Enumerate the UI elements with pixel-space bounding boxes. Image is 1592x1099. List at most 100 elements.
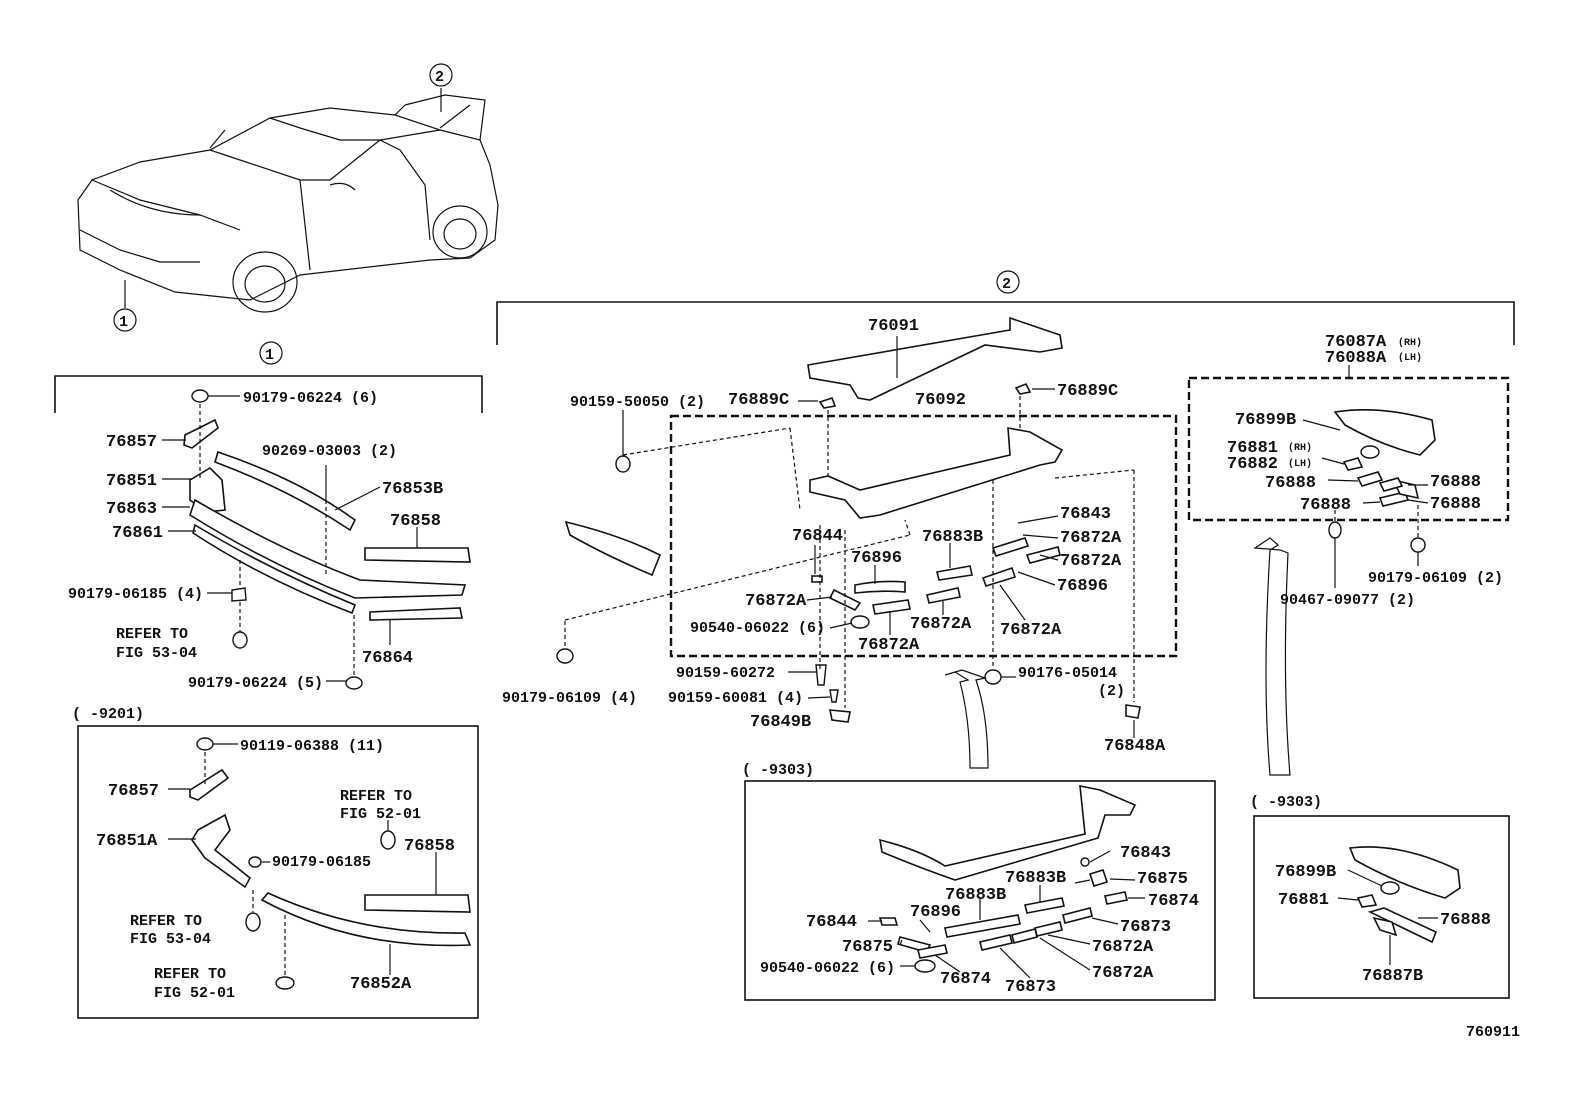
label-76874-c1: 76874 [1148, 892, 1199, 911]
label-refer-to-d: REFER TO [154, 966, 226, 983]
label-90540-06022-6: 90540-06022 (6) [690, 620, 825, 637]
label-90179-06224-6: 90179-06224 (6) [243, 390, 378, 407]
panel-9303-center-labels: 76843 76883B 76875 76883B 76874 76844 76… [760, 844, 1199, 997]
panel-9303-center-range: ( -9303) [742, 762, 814, 779]
label-76896-a: 76896 [851, 549, 902, 568]
spoiler-shapes [556, 316, 1291, 776]
label-90179-06185-4: 90179-06185 (4) [68, 586, 203, 603]
spoiler-panel-bracket [496, 301, 1515, 345]
label-90467-09077-2: 90467-09077 (2) [1280, 592, 1415, 609]
label-76861: 76861 [112, 524, 163, 543]
label-lh-a: (LH) [1398, 352, 1422, 364]
panel-9303-right-labels: 76899B 76881 76888 76887B [1275, 863, 1491, 986]
label-76857-b: 76857 [108, 782, 159, 801]
car-overview-illustration [77, 88, 499, 313]
label-76849B: 76849B [750, 713, 811, 732]
front-parts-shapes [162, 389, 471, 690]
label-76873-c1: 76873 [1120, 918, 1171, 937]
label-76875-c2: 76875 [842, 938, 893, 957]
label-76889C-a: 76889C [728, 391, 789, 410]
label-76851: 76851 [106, 472, 157, 491]
label-76843-c: 76843 [1120, 844, 1171, 863]
spoiler-panel-labels: 76091 76087A (RH) 76088A (LH) 90159-5005… [502, 317, 1503, 756]
label-90179-06109-2: 90179-06109 (2) [1368, 570, 1503, 587]
label-90159-60272: 90159-60272 [676, 665, 775, 682]
label-76882: 76882 [1227, 455, 1278, 474]
label-76881-r: 76881 [1278, 891, 1329, 910]
label-refer-to-c: REFER TO [130, 913, 202, 930]
side-spoiler-inset [1187, 365, 1510, 588]
group-marker-1-section: 1 [259, 341, 283, 365]
label-76875-c1: 76875 [1137, 870, 1188, 889]
label-76872A-c1: 76872A [1092, 938, 1154, 957]
label-76872A-2: 76872A [1060, 552, 1122, 571]
marker-1-label: 1 [119, 314, 128, 331]
label-90176-qty: (2) [1098, 683, 1125, 700]
label-76864: 76864 [362, 649, 413, 668]
panel-9303-right-shapes [1337, 846, 1461, 965]
marker-1-section-label: 1 [265, 347, 274, 364]
panel-9303-center-box [744, 780, 1216, 1001]
label-76883B-c2: 76883B [945, 886, 1006, 905]
label-refer-to-a: REFER TO [116, 626, 188, 643]
group-marker-1-top: 1 [113, 308, 137, 332]
panel-9303-right-box [1253, 815, 1510, 999]
label-90159-60081-4: 90159-60081 (4) [668, 690, 803, 707]
front-panel-bracket [54, 375, 483, 413]
label-76844: 76844 [792, 527, 843, 546]
label-76872A-c2: 76872A [1092, 964, 1154, 983]
label-fig-52-01-b: FIG 52-01 [340, 806, 421, 823]
panel-9201-labels: 90119-06388 (11) 76857 REFER TO FIG 52-0… [96, 738, 455, 1002]
label-90269-03003-2: 90269-03003 (2) [262, 443, 397, 460]
label-76872A-6: 76872A [858, 636, 920, 655]
label-76848A: 76848A [1104, 737, 1166, 756]
label-fig-53-04-a: FIG 53-04 [116, 645, 197, 662]
label-90179-06109-4: 90179-06109 (4) [502, 690, 637, 707]
label-76888-1: 76888 [1265, 474, 1316, 493]
label-90179-06224-5: 90179-06224 (5) [188, 675, 323, 692]
label-76883B-c1: 76883B [1005, 869, 1066, 888]
label-refer-to-b: REFER TO [340, 788, 412, 805]
label-rh-a: (RH) [1398, 337, 1422, 349]
front-panel-labels: 90179-06224 (6) 76857 90269-03003 (2) 76… [68, 390, 443, 692]
label-76872A-3: 76872A [745, 592, 807, 611]
label-76852A: 76852A [350, 975, 412, 994]
panel-9201-shapes [168, 737, 472, 990]
label-76874-c2: 76874 [940, 970, 991, 989]
label-76887B-r: 76887B [1362, 967, 1423, 986]
label-76863: 76863 [106, 500, 157, 519]
label-76888-2: 76888 [1430, 473, 1481, 492]
label-76872A-1: 76872A [1060, 529, 1122, 548]
group-marker-2-section: 2 [996, 270, 1020, 294]
label-fig-52-01-d: FIG 52-01 [154, 985, 235, 1002]
label-90119-06388-11: 90119-06388 (11) [240, 738, 384, 755]
label-90176-05014: 90176-05014 [1018, 665, 1117, 682]
label-76899B: 76899B [1235, 411, 1296, 430]
label-76087A: 76087A [1325, 333, 1387, 352]
label-76881: 76881 [1227, 439, 1278, 458]
label-76857: 76857 [106, 433, 157, 452]
drawing-number: 760911 [1466, 1024, 1520, 1041]
marker-2-label: 2 [435, 69, 444, 86]
label-76853B: 76853B [382, 480, 443, 499]
group-marker-2-top: 2 [429, 63, 453, 87]
label-76872A-5: 76872A [1000, 621, 1062, 640]
panel-9201-box [77, 725, 479, 1019]
label-90179-06185: 90179-06185 [272, 854, 371, 871]
label-76888-3: 76888 [1300, 496, 1351, 515]
label-76899B-r: 76899B [1275, 863, 1336, 882]
panel-9303-right-range: ( -9303) [1250, 794, 1322, 811]
label-76858: 76858 [390, 512, 441, 531]
label-90159-50050-2: 90159-50050 (2) [570, 394, 705, 411]
label-76088A: 76088A [1325, 349, 1387, 368]
label-76092: 76092 [915, 391, 966, 410]
marker-2-section-label: 2 [1002, 276, 1011, 293]
panel-9303-center-shapes [868, 785, 1145, 979]
label-76883B: 76883B [922, 528, 983, 547]
label-90540-06022-6-c: 90540-06022 (6) [760, 960, 895, 977]
label-76896-b: 76896 [1057, 577, 1108, 596]
label-76851A: 76851A [96, 832, 158, 851]
label-lh-b: (LH) [1288, 458, 1312, 470]
